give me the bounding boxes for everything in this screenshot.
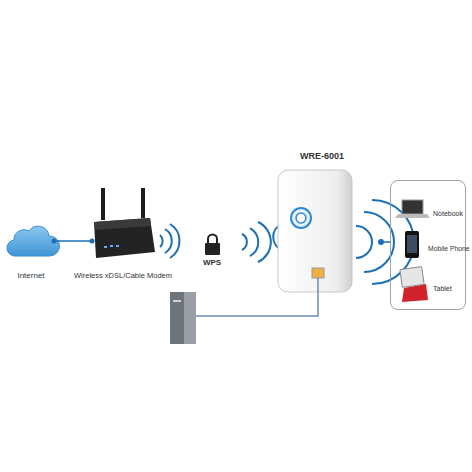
link-line bbox=[381, 241, 390, 243]
node-label: Wireless xDSL/Cable Modem bbox=[74, 272, 172, 280]
phone-icon bbox=[405, 231, 419, 258]
wireless-waves bbox=[160, 224, 179, 258]
node-label: WRE-6001 bbox=[300, 152, 344, 161]
client-devices-box: NotebookMobile PhoneTablet bbox=[390, 180, 466, 310]
device-label: Mobile Phone bbox=[428, 246, 470, 253]
ethernet-cable bbox=[196, 278, 318, 316]
cloud-icon bbox=[7, 226, 60, 256]
lock-icon bbox=[205, 235, 220, 256]
device-label: Notebook bbox=[433, 210, 463, 217]
notebook-icon bbox=[395, 200, 430, 218]
range-extender: WRE-6001 bbox=[278, 152, 354, 292]
router-icon bbox=[94, 188, 155, 258]
tablet-icon bbox=[400, 267, 428, 302]
pc-tower bbox=[170, 292, 196, 344]
link-dot bbox=[90, 239, 95, 244]
wps-label: WPS bbox=[203, 259, 221, 267]
link-dot bbox=[52, 239, 57, 244]
modem-router: Wireless xDSL/Cable Modem bbox=[92, 186, 154, 278]
extender-device bbox=[278, 170, 352, 292]
device-label: Tablet bbox=[433, 285, 452, 292]
node-label: Internet bbox=[17, 272, 44, 280]
internet-cloud: Internet bbox=[8, 226, 54, 282]
network-link bbox=[54, 240, 92, 242]
